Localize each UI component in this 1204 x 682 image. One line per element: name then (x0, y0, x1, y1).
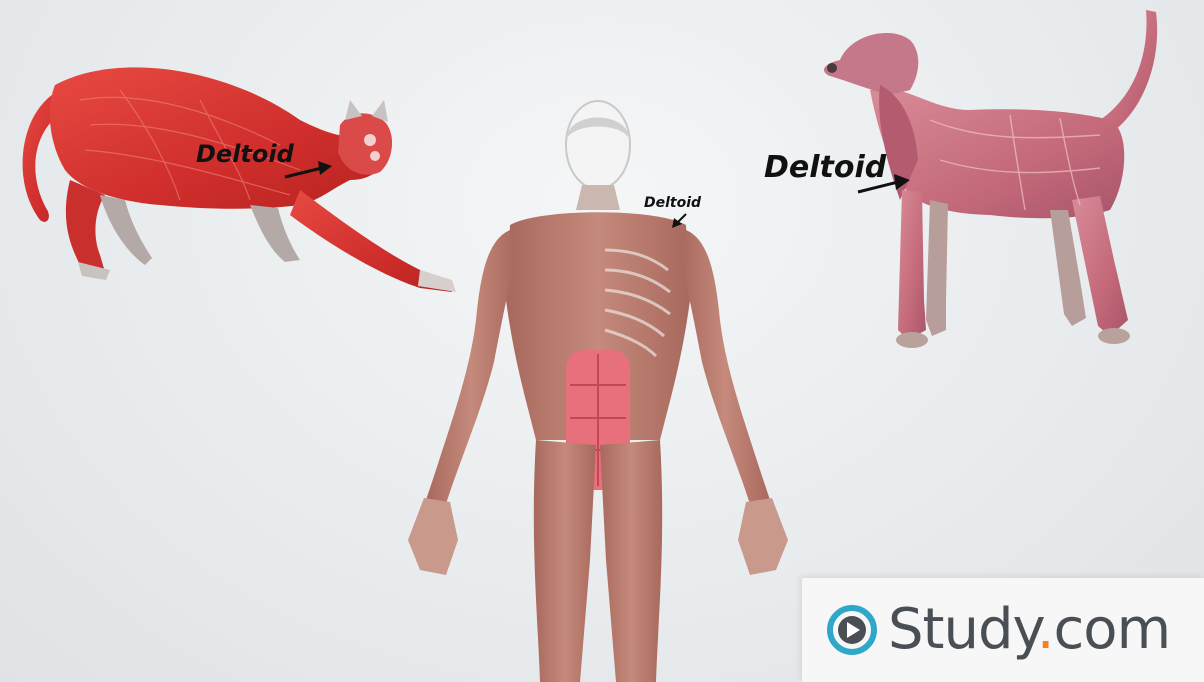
dog-front-leg-far (926, 200, 948, 336)
human-right-hand (738, 498, 788, 575)
dog-front-leg (898, 190, 926, 340)
human-head (566, 101, 630, 189)
logo-tld: com (1054, 597, 1171, 662)
play-icon (826, 604, 878, 656)
human-right-leg (600, 440, 662, 682)
study-com-logo: Study.com (802, 578, 1204, 682)
dog-front-paw (896, 332, 928, 348)
human-deltoid-label: Deltoid (644, 195, 701, 211)
human-left-leg (534, 440, 596, 682)
logo-wordmark: Study.com (888, 602, 1170, 658)
dog-deltoid-label: Deltoid (764, 150, 886, 185)
cat-deltoid-label: Deltoid (196, 140, 294, 168)
cat-hind-leg (66, 180, 105, 272)
dog-tail (1100, 10, 1157, 134)
cat-hind-leg-far (100, 195, 152, 265)
dog-hind-paw (1098, 328, 1130, 344)
human-left-arm (426, 230, 516, 504)
cat-nose (370, 151, 380, 161)
dog-nose (827, 63, 837, 73)
dog-head (824, 33, 918, 95)
human-left-hand (408, 498, 458, 575)
human-right-arm (680, 230, 770, 504)
human-muscle-illustration (390, 100, 810, 682)
cat-eye (364, 134, 376, 146)
cat-body (50, 67, 388, 208)
logo-name: Study (888, 597, 1037, 662)
human-neck (576, 185, 620, 210)
logo-dot: . (1037, 597, 1054, 662)
